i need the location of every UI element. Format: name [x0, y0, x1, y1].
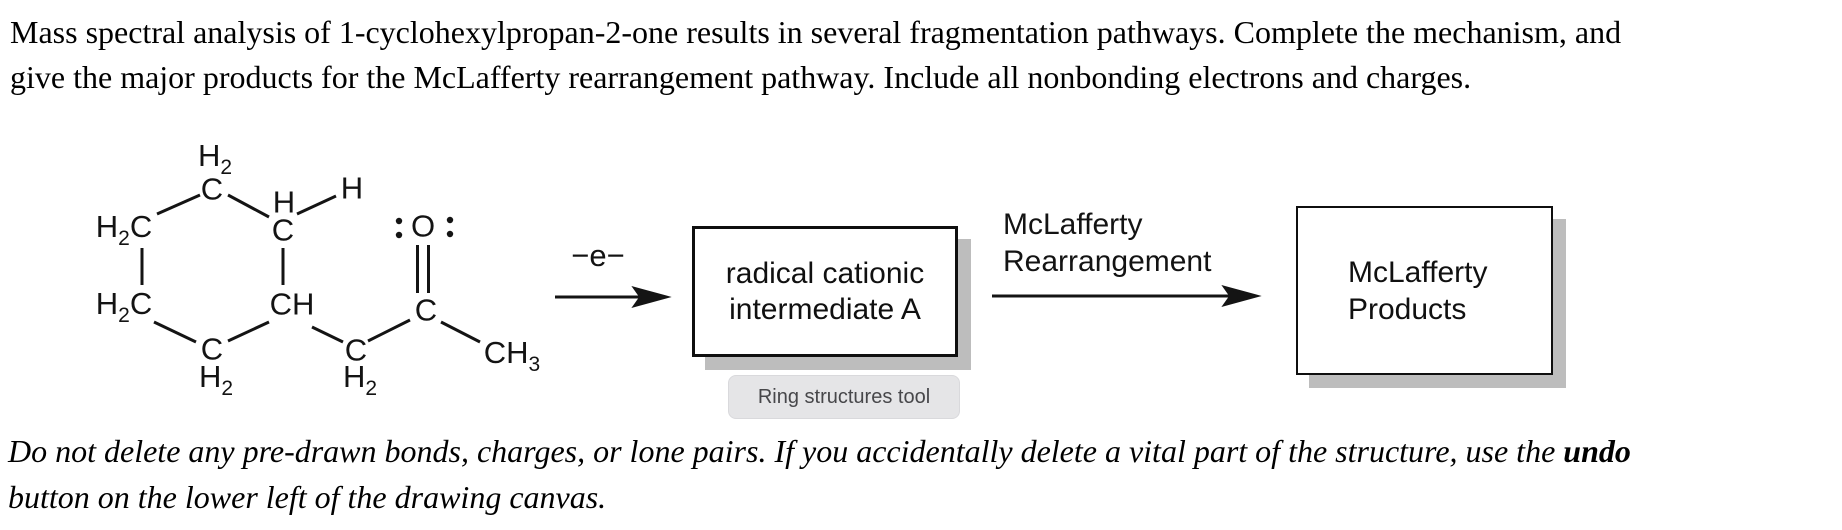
atom-ring-left-lower-h2c: H2C — [96, 288, 152, 326]
bond-carbonyl-methyl — [440, 320, 481, 344]
atom-ring-bottom-h2: H2 — [199, 361, 233, 399]
bond-ring-topright — [227, 193, 270, 219]
question-text-line2: give the major products for the McLaffer… — [10, 59, 1472, 95]
intermediate-a-label-line1: radical cationic — [725, 256, 925, 290]
question-text: Mass spectral analysis of 1-cyclohexylpr… — [10, 10, 1838, 100]
atom-chain-c: C — [345, 335, 367, 366]
atom-subscript: 2 — [118, 227, 130, 250]
undo-emphasis: undo — [1563, 433, 1631, 469]
mclafferty-arrow-label-line1: McLafferty — [1003, 208, 1143, 241]
atom-text: C — [414, 292, 438, 328]
atom-text: C — [271, 212, 295, 248]
products-label-line2: Products — [1348, 292, 1467, 326]
atom-text: H — [272, 184, 296, 220]
atom-text: C — [129, 286, 153, 321]
electron-charge-superscript: − — [606, 238, 625, 273]
atom-subscript: 2 — [220, 156, 233, 179]
ionization-arrow-head — [631, 285, 672, 309]
lone-pair-dot — [395, 217, 403, 225]
atom-chain-h2: H2 — [343, 361, 377, 399]
question-text-line1: Mass spectral analysis of 1-cyclohexylpr… — [10, 14, 1622, 50]
lone-pair-group — [395, 216, 454, 239]
atom-text: C — [344, 332, 368, 368]
lone-pair-dot — [446, 216, 454, 224]
atom-text: C — [200, 171, 224, 207]
atom-oxygen: O — [411, 211, 435, 242]
atom-text: O — [410, 208, 436, 244]
products-label-line1: McLafferty — [1348, 255, 1488, 289]
atom-subscript: 2 — [221, 377, 234, 400]
atom-subscript: 2 — [118, 304, 130, 327]
bond-group — [140, 193, 481, 344]
atom-methyl-ch3: CH3 — [484, 337, 540, 375]
atom-text: C — [483, 335, 507, 370]
warning-note-line1: Do not delete any pre-drawn bonds, charg… — [8, 428, 1828, 474]
electron-symbol: e — [589, 238, 607, 273]
atom-gamma-h-above: H — [273, 187, 295, 218]
bond-ring-bottomright — [227, 320, 270, 343]
minus-sign: − — [571, 238, 590, 273]
intermediate-a-box[interactable]: radical cationic intermediate A — [692, 226, 958, 357]
atom-gamma-c: C — [272, 215, 294, 246]
atom-text: H — [198, 359, 222, 394]
atom-text: H — [340, 170, 364, 206]
atom-text: C — [129, 209, 153, 244]
lone-pair-dot — [446, 230, 454, 238]
arrow-group — [555, 284, 1262, 309]
warning-note: Do not delete any pre-drawn bonds, charg… — [8, 428, 1828, 520]
atom-text: CH — [269, 286, 315, 322]
atom-subscript: 3 — [528, 353, 541, 376]
intermediate-a-label-line2: intermediate A — [729, 292, 921, 326]
atom-text: C — [200, 331, 224, 367]
minus-electron-label: −e− — [571, 238, 624, 274]
atom-ring-top-h2: H2 — [198, 140, 232, 178]
bond-ch-ch2 — [311, 325, 344, 344]
bond-ring-bottomleft — [153, 320, 197, 344]
atom-ring-left-upper-h2c: H2C — [96, 211, 152, 249]
bond-ch2-carbonyl — [367, 318, 411, 343]
bond-ring-topleft — [156, 193, 201, 216]
atom-text: H — [342, 359, 366, 394]
lone-pair-dot — [395, 231, 403, 239]
atom-gamma-h-bonded: H — [341, 173, 363, 204]
mclafferty-products-box[interactable]: McLafferty Products — [1296, 206, 1553, 375]
ring-structures-tool-label: Ring structures tool — [757, 385, 931, 408]
bond-gamma-c-h — [296, 194, 337, 216]
atom-ring-attach-ch: CH — [270, 289, 315, 320]
warning-note-line2: button on the lower left of the drawing … — [8, 479, 607, 515]
atom-ring-top-c: C — [201, 174, 223, 205]
warning-note-line1-text: Do not delete any pre-drawn bonds, charg… — [8, 433, 1564, 469]
atom-text: H — [197, 138, 221, 173]
atom-text: H — [506, 335, 529, 370]
atom-text: H — [95, 286, 119, 321]
atom-text: H — [95, 209, 119, 244]
mclafferty-arrow-label-line2: Rearrangement — [1003, 245, 1212, 278]
mclafferty-arrow-label: McLafferty Rearrangement — [1003, 206, 1211, 280]
mclafferty-arrow-head — [1221, 284, 1262, 308]
ring-structures-tool-tooltip: Ring structures tool — [728, 375, 960, 419]
atom-subscript: 2 — [365, 377, 378, 400]
atom-ring-bottom-c: C — [201, 334, 223, 365]
atom-carbonyl-c: C — [415, 295, 437, 326]
